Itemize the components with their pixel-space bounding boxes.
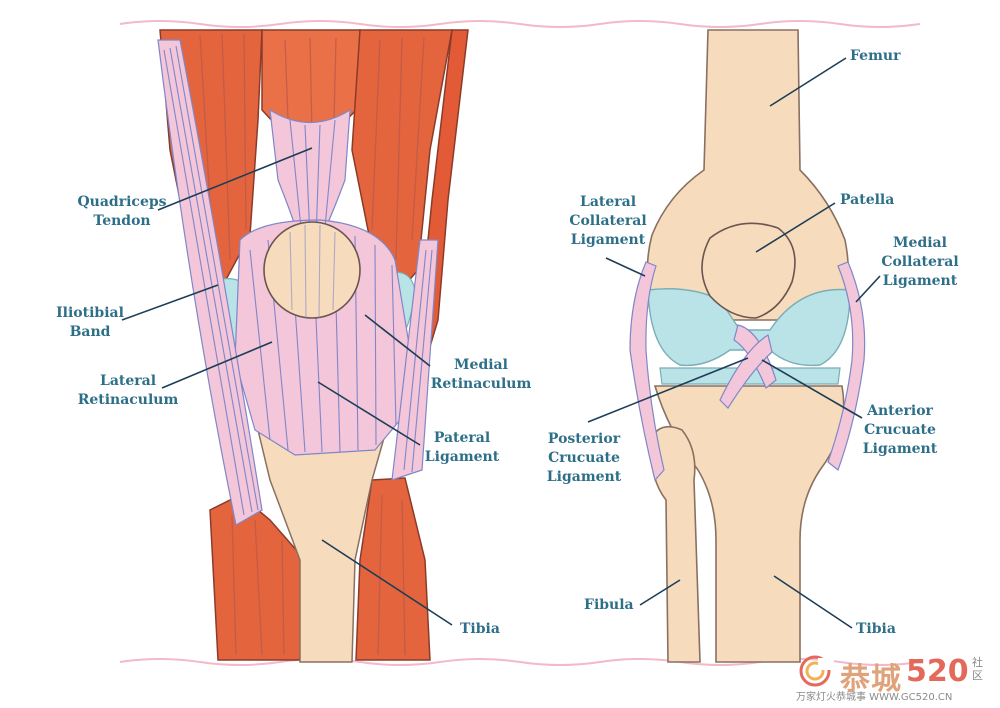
site-watermark: 恭城 520 社区 万家灯火恭城事 WWW.GC520.CN <box>794 652 994 704</box>
patella-bone-left <box>263 221 361 319</box>
quadriceps-tendon-sheet <box>269 108 351 241</box>
gastrocnemius-medial-muscle <box>355 477 431 661</box>
label-tibia-left: Tibia <box>460 621 500 637</box>
leader-medial-collateral <box>855 275 881 303</box>
watermark-brand: 恭城 <box>840 662 902 697</box>
leader-pateral-ligament <box>317 381 421 446</box>
watermark-logo-icon <box>799 655 834 687</box>
leader-lines <box>121 57 881 629</box>
label-fibula: Fibula <box>584 597 634 613</box>
top-wave-border <box>119 20 921 28</box>
leader-patella <box>755 202 836 253</box>
left-knee-illustration <box>157 29 469 663</box>
lateral-collateral-ligament <box>629 261 665 482</box>
patella-bone-right <box>701 222 796 319</box>
leader-anterior-crucuate <box>761 359 863 419</box>
posterior-cruciate-ligament <box>719 334 773 409</box>
label-patella: Patella <box>840 192 895 208</box>
leader-quadriceps-tendon <box>157 147 313 211</box>
watermark-url: 万家灯火恭城事 WWW.GC520.CN <box>796 692 953 703</box>
leader-tibia-right <box>773 575 853 629</box>
medial-collateral-ligament <box>827 261 866 471</box>
label-tibia-right: Tibia <box>856 621 896 637</box>
leader-posterior-crucuate <box>587 357 749 423</box>
leader-lateral-retinaculum <box>161 341 273 389</box>
label-femur: Femur <box>850 48 901 64</box>
leader-tibia-left <box>321 539 453 626</box>
right-knee-illustration <box>629 29 866 663</box>
leader-medial-retinaculum <box>364 314 431 367</box>
watermark-side-text: 社区 <box>972 656 983 682</box>
leader-lateral-collateral <box>605 257 646 277</box>
leader-fibula <box>639 579 681 606</box>
femoral-cartilage <box>647 288 851 367</box>
watermark-number: 520 <box>906 654 969 689</box>
leader-femur <box>769 57 847 107</box>
leader-iliotibial-band <box>121 284 219 321</box>
iliotibial-band-strip <box>157 39 263 526</box>
